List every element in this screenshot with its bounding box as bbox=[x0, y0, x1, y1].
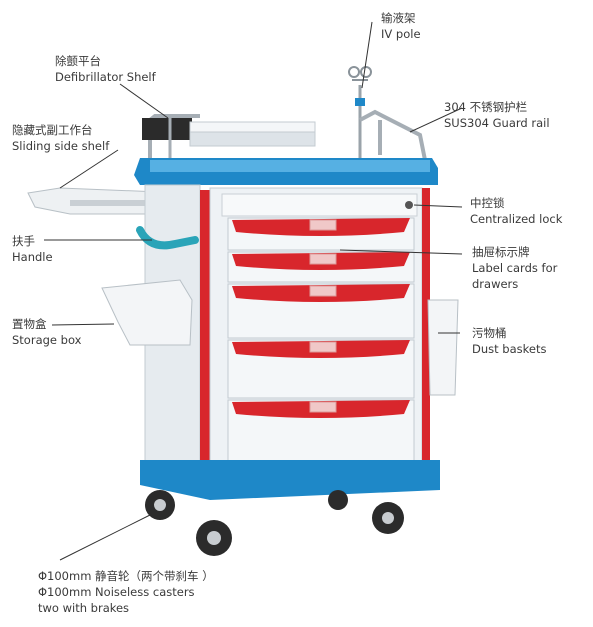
label-defibrillator-shelf-en: Defibrillator Shelf bbox=[55, 70, 156, 84]
label-dust-baskets: 污物桶 Dust baskets bbox=[472, 325, 546, 357]
label-label-cards-en: Label cards for bbox=[472, 261, 558, 275]
label-storage-box-zh: 置物盒 bbox=[12, 317, 47, 331]
label-guard-rail: 304 不锈钢护栏 SUS304 Guard rail bbox=[444, 99, 550, 131]
label-handle-zh: 扶手 bbox=[12, 234, 35, 248]
iv-pole bbox=[348, 66, 372, 160]
label-dust-baskets-zh: 污物桶 bbox=[472, 326, 507, 340]
label-iv-pole-en: IV pole bbox=[381, 27, 421, 41]
leader-lines bbox=[44, 21, 463, 561]
label-label-cards-zh: 抽屉标示牌 bbox=[472, 245, 530, 259]
drawer-label-cards bbox=[309, 219, 337, 413]
label-guard-rail-zh: 304 不锈钢护栏 bbox=[444, 100, 528, 114]
label-centralized-lock-en: Centralized lock bbox=[470, 212, 563, 226]
label-casters-line1: Φ100mm 静音轮（两个带刹车 ） bbox=[38, 569, 214, 583]
label-iv-pole: 输液架 IV pole bbox=[381, 10, 421, 42]
label-handle: 扶手 Handle bbox=[12, 233, 53, 265]
label-side-shelf-en: Sliding side shelf bbox=[12, 139, 110, 153]
dust-basket bbox=[427, 299, 459, 396]
label-handle-en: Handle bbox=[12, 250, 53, 264]
label-defibrillator-shelf-zh: 除颤平台 bbox=[55, 54, 101, 68]
defibrillator-shelf bbox=[142, 118, 316, 175]
handle bbox=[136, 226, 199, 250]
label-label-cards-en2: drawers bbox=[472, 277, 519, 291]
label-guard-rail-en: SUS304 Guard rail bbox=[444, 116, 550, 130]
label-casters-line2: Φ100mm Noiseless casters bbox=[38, 585, 195, 599]
label-side-shelf: 隐藏式副工作台 Sliding side shelf bbox=[12, 122, 109, 154]
label-dust-baskets-en: Dust baskets bbox=[472, 342, 547, 356]
label-storage-box: 置物盒 Storage box bbox=[12, 316, 81, 348]
label-side-shelf-zh: 隐藏式副工作台 bbox=[12, 123, 93, 137]
label-storage-box-en: Storage box bbox=[12, 333, 82, 347]
label-iv-pole-zh: 输液架 bbox=[381, 11, 416, 25]
top-tray bbox=[134, 158, 438, 185]
label-defibrillator-shelf: 除颤平台 Defibrillator Shelf bbox=[55, 53, 156, 85]
casters bbox=[145, 490, 404, 556]
label-casters: Φ100mm 静音轮（两个带刹车 ） Φ100mm Noiseless cast… bbox=[38, 568, 214, 616]
label-label-cards: 抽屉标示牌 Label cards for drawers bbox=[472, 244, 557, 292]
label-centralized-lock-zh: 中控锁 bbox=[470, 196, 505, 210]
cart-base bbox=[140, 460, 440, 500]
storage-box bbox=[101, 279, 193, 346]
label-casters-line3: two with brakes bbox=[38, 601, 130, 615]
label-centralized-lock: 中控锁 Centralized lock bbox=[470, 195, 562, 227]
